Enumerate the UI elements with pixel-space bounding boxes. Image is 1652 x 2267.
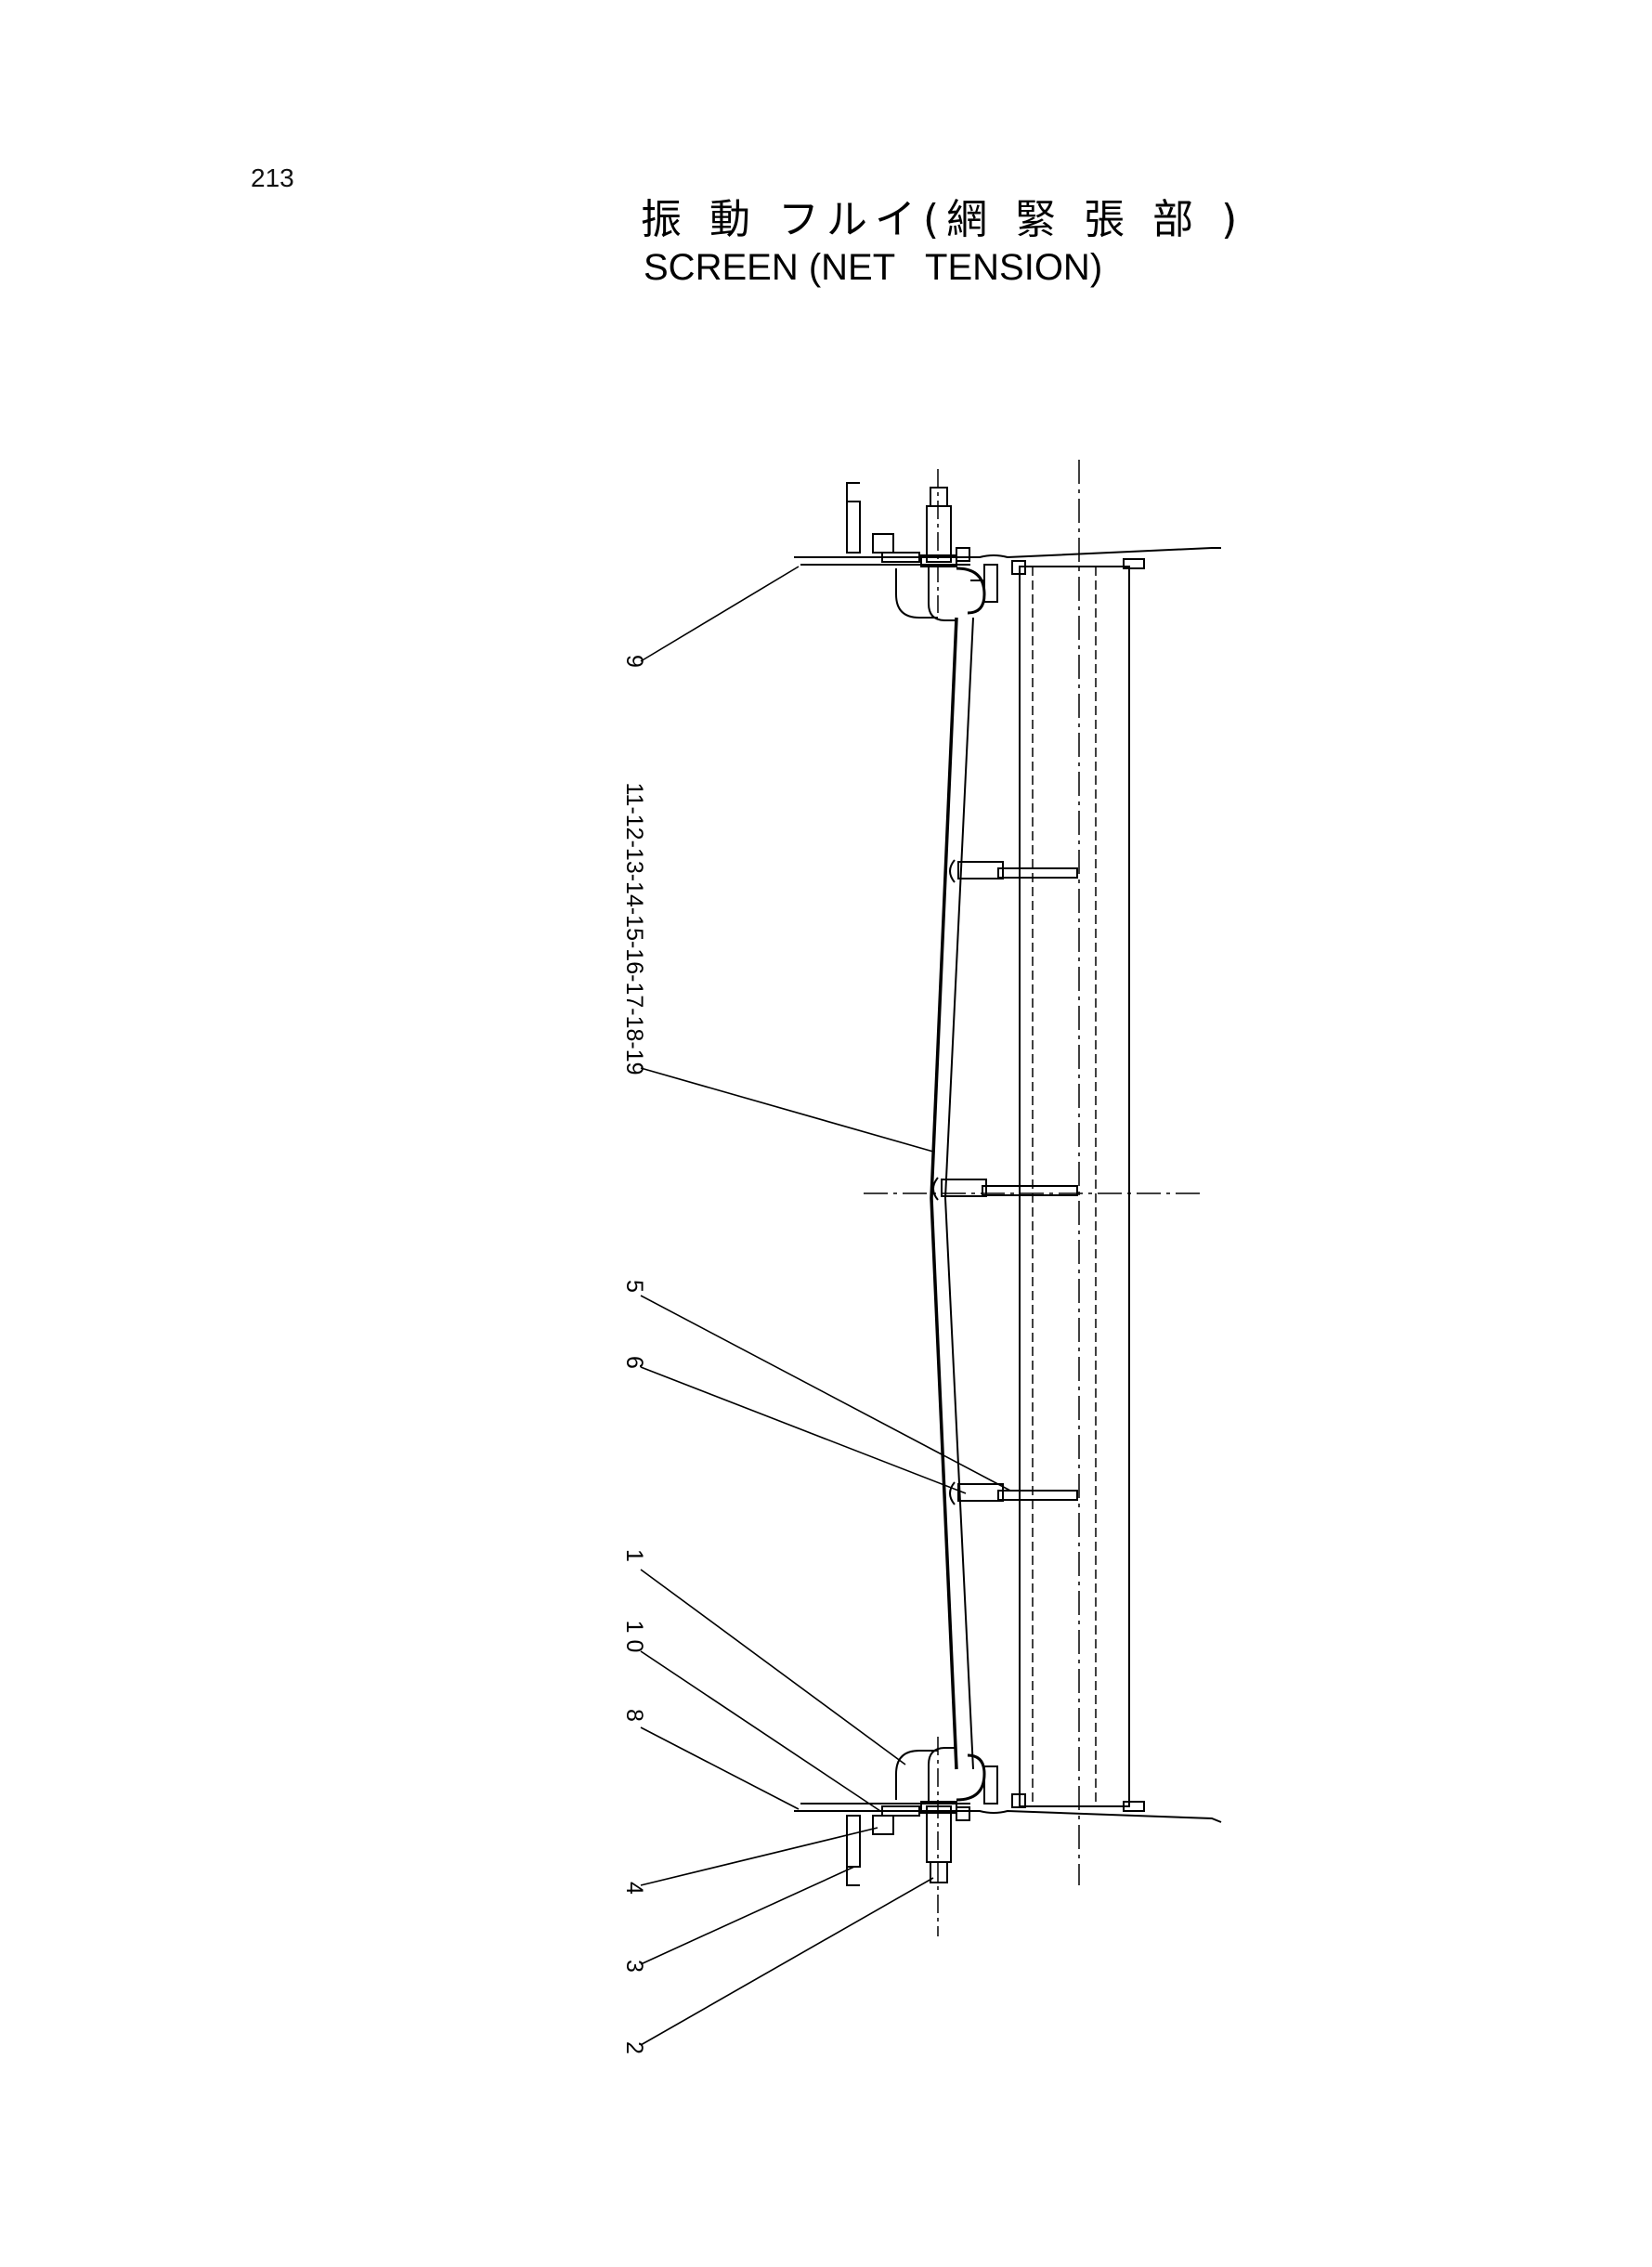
screen-net <box>930 617 958 1770</box>
callout-1: 1 <box>621 1549 647 1562</box>
leader-8 <box>640 1726 800 1810</box>
callout-5: 5 <box>621 1280 647 1293</box>
leader-2 <box>640 1877 934 2046</box>
title-japanese: 振 動 フルイ(網 緊 張 部 ) <box>641 196 1245 243</box>
leader-10 <box>640 1650 881 1812</box>
page-number: 213 <box>251 163 294 192</box>
title-english: SCREEN (NET TENSION) <box>644 247 1103 288</box>
leader-3 <box>640 1866 855 1965</box>
leader-11-19 <box>640 1067 934 1153</box>
leader-5 <box>640 1295 1011 1492</box>
support-lower <box>949 1481 1078 1505</box>
frame-plate-top <box>794 547 1221 559</box>
support-middle <box>932 1177 1078 1201</box>
callout-4: 4 <box>621 1882 647 1895</box>
clamp-assembly-top <box>846 482 998 621</box>
callout-11-19: 11-12-13-14-15-16-17-18-19 <box>621 782 647 1075</box>
frame-plate-bottom <box>794 1809 1222 1823</box>
leader-6 <box>640 1366 967 1494</box>
leader-4 <box>640 1827 878 1886</box>
leader-1 <box>640 1569 906 1765</box>
callout-3: 3 <box>621 1960 647 1973</box>
callout-8: 8 <box>621 1709 647 1722</box>
callout-6: 6 <box>621 1356 647 1369</box>
callout-10: 1 0 <box>621 1621 647 1653</box>
leader-9 <box>640 566 800 662</box>
support-upper <box>949 859 1078 883</box>
clamp-assembly-bottom <box>846 1747 998 1886</box>
callout-9: 9 <box>621 655 647 668</box>
callout-2: 2 <box>621 2041 647 2054</box>
